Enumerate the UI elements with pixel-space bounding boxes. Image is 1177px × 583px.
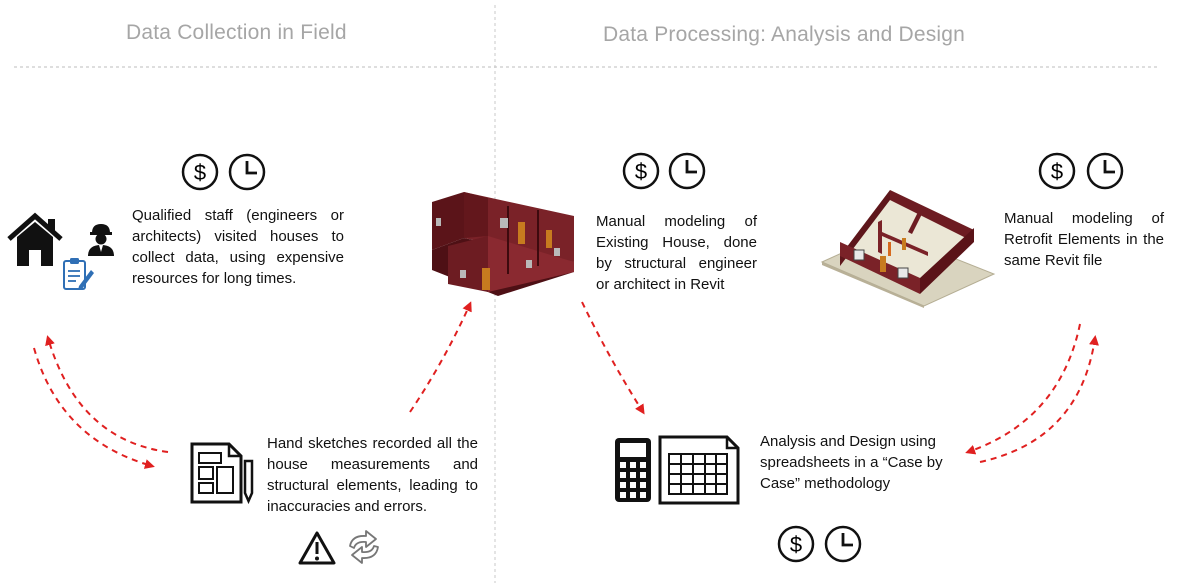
arrow-sketch-to-model [409,301,472,413]
revit-model-existing [432,192,574,296]
clock-icon [1086,152,1124,190]
svg-text:$: $ [1051,159,1063,184]
retrofit-model-description: Manual modeling of Retrofit Elements in … [1004,210,1164,269]
arrow-sketch-to-staff [45,335,169,453]
svg-text:$: $ [790,532,802,557]
sketch-icon [190,442,254,505]
arrow-retrofit-to-analysis [965,323,1081,455]
house-icon [7,212,63,266]
arrow-analysis-to-retrofit [979,335,1099,463]
clock-icon [824,525,862,563]
refresh-icon [349,530,379,564]
spreadsheet-icon [658,435,740,505]
dollar-icon: $ [181,153,219,191]
calculator-icon [615,438,651,502]
dollar-icon: $ [777,525,815,563]
staff-description: Qualified staff (engineers or architects… [132,207,344,287]
engineer-icon [88,224,114,256]
header-data-collection: Data Collection in Field [126,21,347,44]
sketch-description: Hand sketches recorded all the house mea… [267,435,478,515]
dollar-icon: $ [622,152,660,190]
analysis-description: Analysis and Design using spreadsheets i… [760,433,943,492]
svg-text:$: $ [194,160,206,185]
clock-icon [228,153,266,191]
arrow-staff-to-sketch [33,347,155,469]
svg-text:$: $ [635,159,647,184]
arrow-model-to-analysis [581,301,645,415]
warning-icon [298,531,336,565]
clock-icon [668,152,706,190]
clipboard-icon [63,258,94,290]
dollar-icon: $ [1038,152,1076,190]
revit-model-retrofit [820,190,996,308]
header-data-processing: Data Processing: Analysis and Design [603,23,966,46]
existing-model-description: Manual modeling of Existing House, done … [596,213,757,293]
